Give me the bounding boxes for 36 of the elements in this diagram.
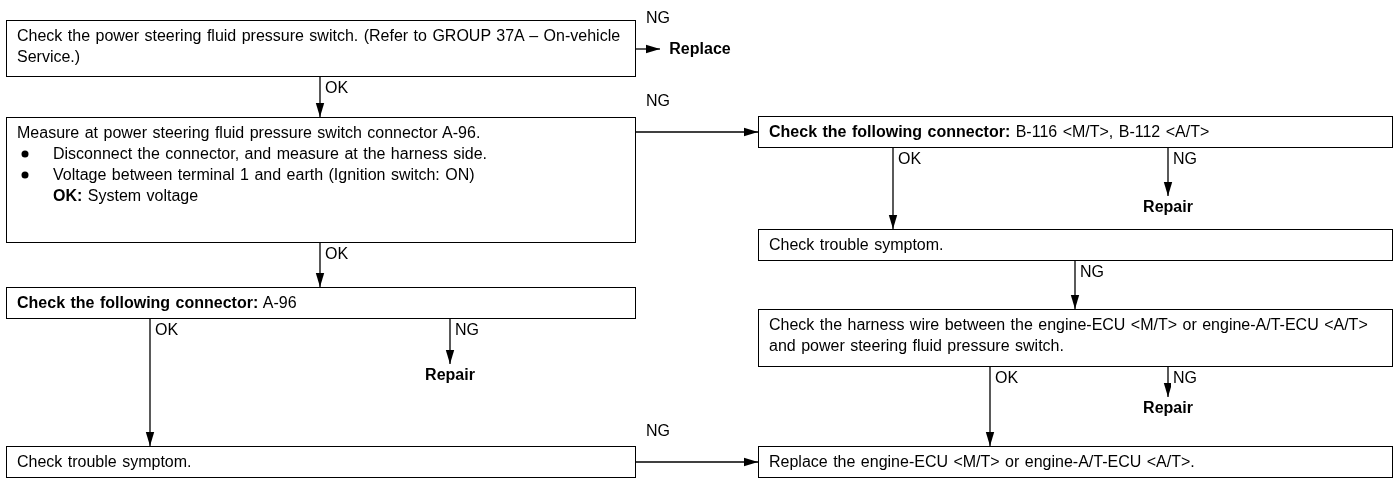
step-text: Check the following connector: A-96 bbox=[17, 293, 298, 313]
arrow bbox=[888, 147, 898, 230]
arrow bbox=[635, 127, 759, 137]
arrow bbox=[635, 457, 759, 467]
arrow bbox=[1163, 147, 1173, 197]
arrow bbox=[315, 242, 325, 288]
process-box bbox=[758, 229, 1393, 261]
edge-label: NG bbox=[1171, 369, 1199, 387]
result-text: Replace bbox=[660, 38, 740, 60]
result-text: Repair bbox=[412, 364, 488, 386]
arrow bbox=[1163, 366, 1173, 398]
step-text: Check the power steering fluid pressure switch. (Refer to GROUP 37A – On-vehicle Service.) bbox=[17, 26, 622, 67]
process-box bbox=[6, 287, 636, 319]
process-box bbox=[6, 446, 636, 478]
process-box bbox=[758, 309, 1393, 367]
step-text: Replace the engine-ECU <M/T> or engine-A/T-ECU <A/T>. bbox=[769, 452, 1196, 472]
process-box bbox=[758, 116, 1393, 148]
step-text: Check the following connector: B-116 <M/T>, B-112 <A/T> bbox=[769, 122, 1211, 142]
result-text: Repair bbox=[1130, 397, 1206, 419]
arrow bbox=[445, 318, 455, 365]
process-box bbox=[758, 446, 1393, 478]
step-text: OK: System voltage bbox=[52, 186, 200, 206]
step-text: Check trouble symptom. bbox=[17, 452, 193, 472]
result-text: Repair bbox=[1130, 196, 1206, 218]
arrow bbox=[985, 366, 995, 447]
step-text: Check the harness wire between the engine-ECU <M/T> or engine-A/T-ECU <A/T> and power steering fluid pressure switch. bbox=[769, 315, 1369, 356]
arrow bbox=[145, 318, 155, 447]
process-box bbox=[6, 20, 636, 77]
arrow bbox=[315, 76, 325, 118]
process-box bbox=[6, 117, 636, 243]
arrow bbox=[635, 44, 661, 54]
step-text: Disconnect the connector, and measure at the harness side. bbox=[53, 145, 488, 162]
step-text: Voltage between terminal 1 and earth (Ignition switch: ON) bbox=[53, 166, 475, 183]
step-text: Measure at power steering fluid pressure switch connector A-96. bbox=[17, 123, 482, 143]
arrow bbox=[1070, 260, 1080, 310]
step-text: Check trouble symptom. bbox=[769, 235, 945, 255]
